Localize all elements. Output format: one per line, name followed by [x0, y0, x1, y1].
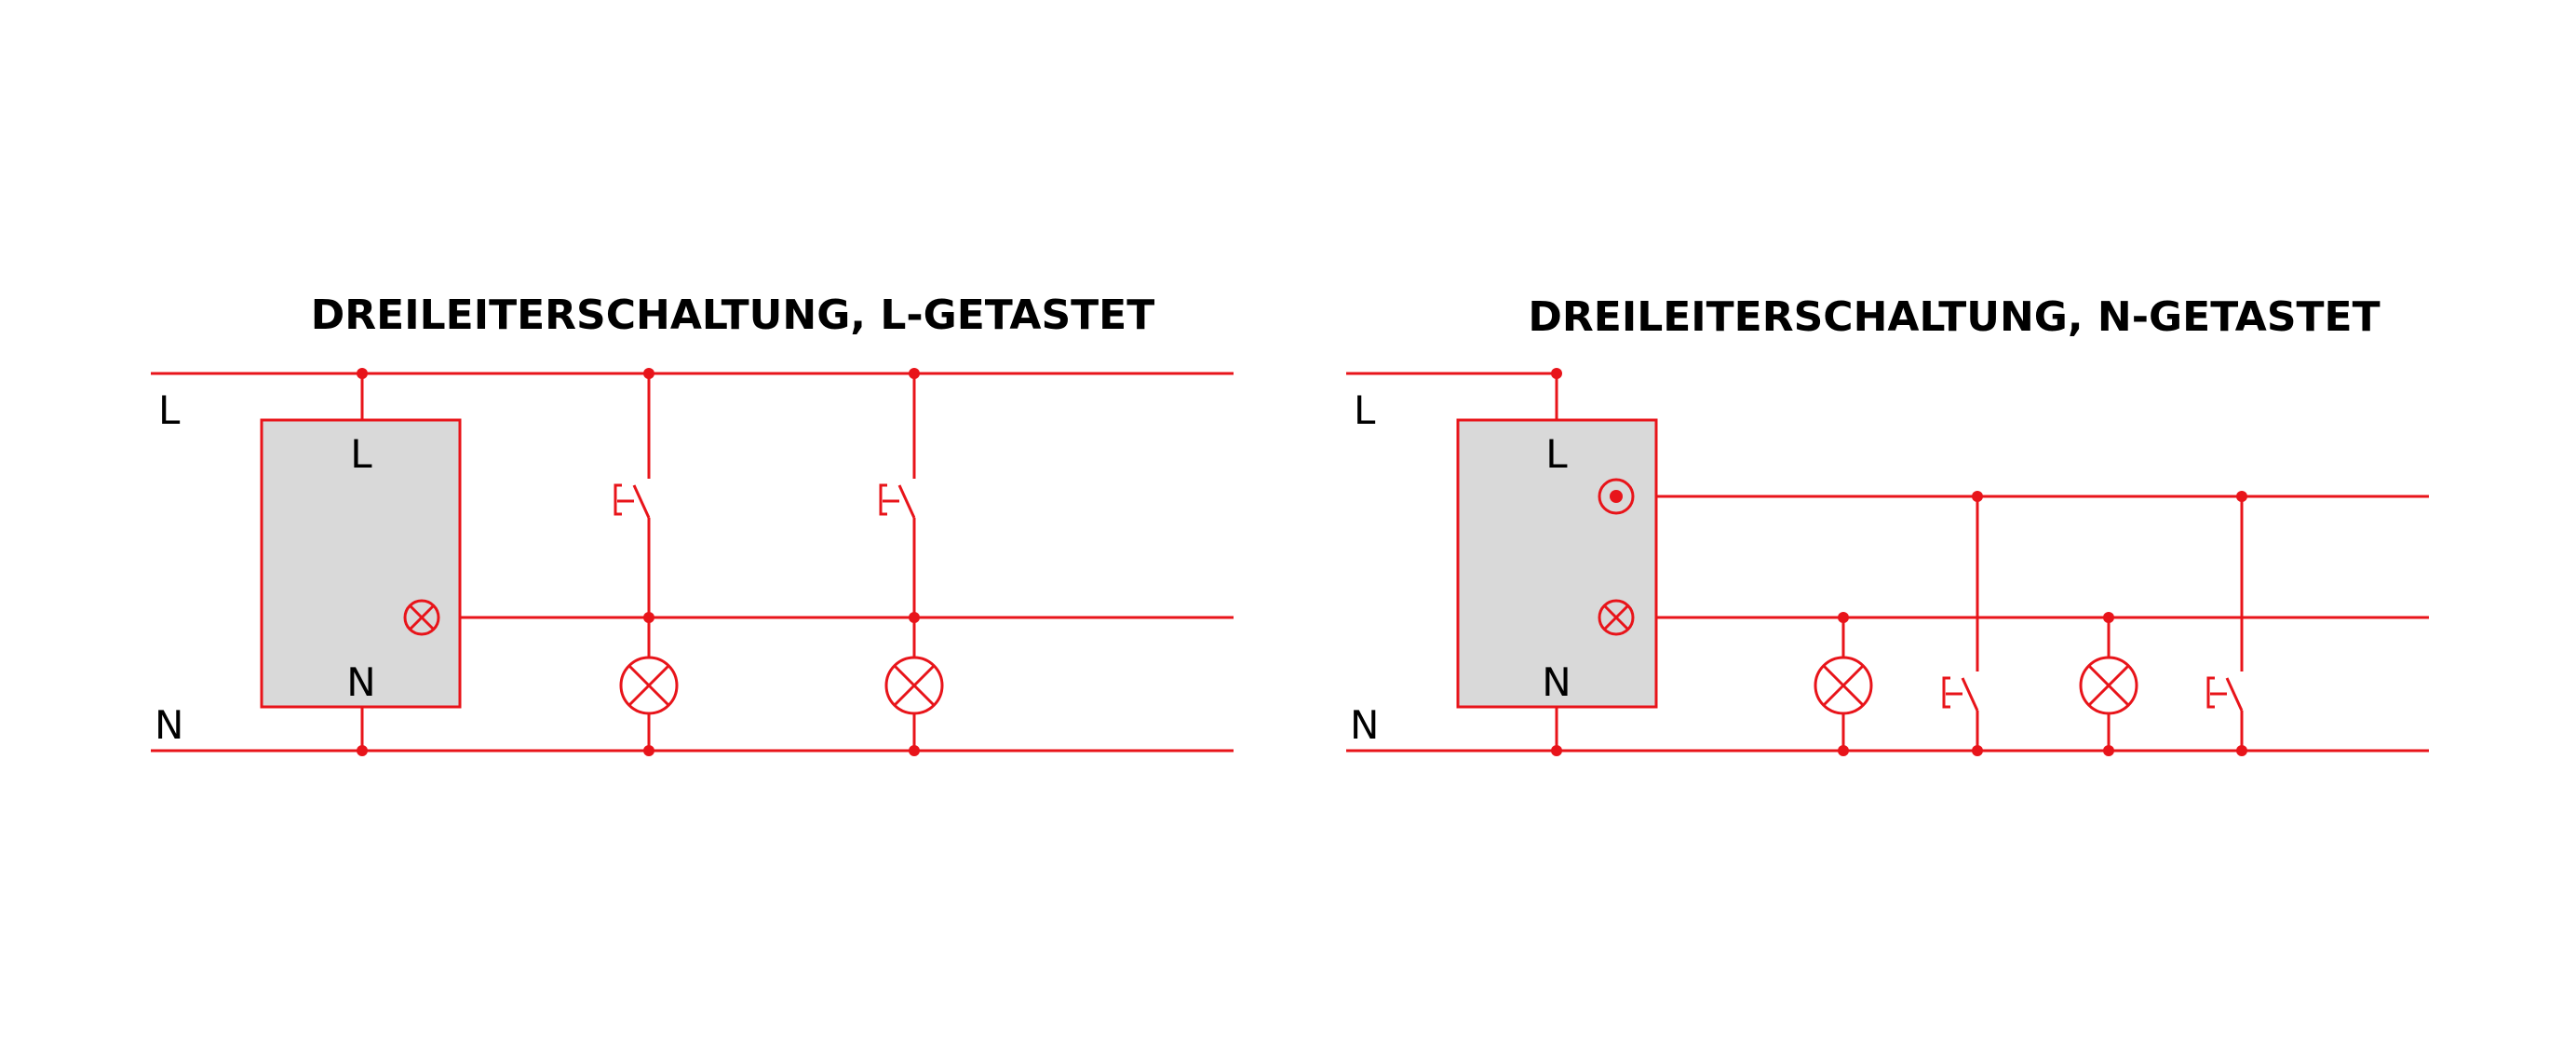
junction-dot: [357, 368, 368, 379]
junction-dot: [2236, 745, 2247, 756]
pushbutton-icon: [1942, 496, 1979, 751]
pushbutton-icon: [879, 373, 916, 617]
diagram-left: DREILEITERSCHALTUNG, L-GETASTET L N L N: [151, 292, 1234, 756]
junction-dot: [1551, 745, 1562, 756]
lamp-icon: [884, 617, 944, 751]
n-rail-label: N: [1350, 702, 1379, 748]
device-terminal-n-label: N: [1542, 659, 1571, 705]
diagram-right-title: DREILEITERSCHALTUNG, N-GETASTET: [1528, 293, 2380, 341]
junction-dot: [2236, 491, 2247, 502]
lamp-output-terminal-icon: [1598, 599, 1635, 636]
l-rail-label: L: [158, 387, 181, 433]
junction-dot: [909, 612, 920, 623]
diagram-left-title: DREILEITERSCHALTUNG, L-GETASTET: [311, 292, 1154, 339]
control-input-terminal-icon: [1598, 478, 1635, 515]
device-terminal-l-label: L: [1545, 431, 1568, 477]
junction-dot: [2103, 745, 2114, 756]
l-rail-label: L: [1354, 387, 1376, 433]
junction-dot: [2103, 612, 2114, 623]
relay-device: [260, 418, 462, 709]
junction-dot: [643, 745, 654, 756]
n-rail-label: N: [155, 702, 183, 748]
junction-dot: [643, 612, 654, 623]
lamp-icon: [2079, 617, 2138, 751]
diagram-right: DREILEITERSCHALTUNG, N-GETASTET L N L N: [1346, 293, 2429, 756]
pushbutton-icon: [2206, 496, 2244, 751]
device-terminal-n-label: N: [346, 659, 375, 705]
junction-dot: [1551, 368, 1562, 379]
pushbutton-icon: [614, 373, 651, 617]
junction-dot: [357, 745, 368, 756]
junction-dot: [1972, 491, 1983, 502]
junction-dot: [1838, 745, 1849, 756]
lamp-output-terminal-icon: [403, 599, 440, 636]
junction-dot: [643, 368, 654, 379]
junction-dot: [1972, 745, 1983, 756]
lamp-icon: [619, 617, 679, 751]
device-terminal-l-label: L: [350, 431, 372, 477]
junction-dot: [909, 368, 920, 379]
junction-dot: [909, 745, 920, 756]
lamp-icon: [1814, 617, 1873, 751]
relay-device: [1456, 418, 1658, 709]
junction-dot: [1838, 612, 1849, 623]
